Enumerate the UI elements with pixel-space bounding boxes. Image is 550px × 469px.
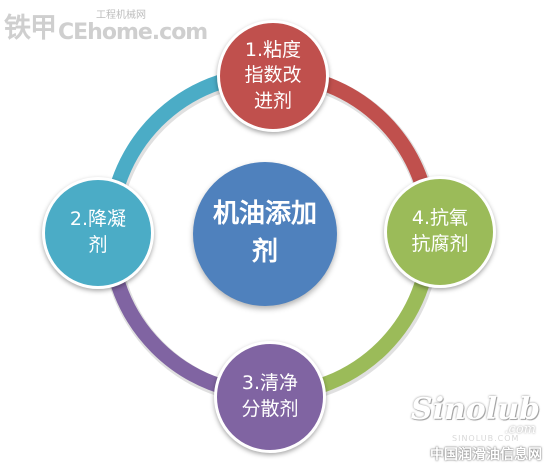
node-viscosity-index-improver: 1.粘度 指数改 进剂 [217, 20, 329, 132]
center-node-label: 机油添加 剂 [212, 199, 317, 267]
node-detergent-dispersant: 3.清净 分散剂 [214, 341, 326, 453]
node-pour-point-depressant: 2.降凝 剂 [42, 177, 154, 289]
node-label: 4.抗氧 抗腐剂 [411, 207, 469, 255]
watermark-faint-text: SINOLUB.COM [452, 434, 520, 443]
watermark-cn-text: 铁甲 [4, 13, 57, 44]
watermark-sinolub: Sinolub .com SINOLUB.COM 中国润滑油信息网 [400, 392, 546, 466]
node-label: 2.降凝 剂 [69, 208, 127, 256]
watermark-cehome: 铁甲 CEhome.com 工程机械网 [4, 6, 208, 45]
watermark-en-text: CEhome.com [58, 20, 208, 45]
node-antioxidant-anticorrosion: 4.抗氧 抗腐剂 [384, 176, 496, 288]
node-label: 1.粘度 指数改 进剂 [244, 38, 302, 112]
center-node: 机油添加 剂 [193, 162, 337, 306]
watermark-small-text: 工程机械网 [96, 10, 146, 21]
watermark-logo-text: Sinolub [410, 392, 540, 427]
watermark-dotcom-text: .com [504, 422, 536, 437]
watermark-site-name: 中国润滑油信息网 [430, 447, 542, 463]
node-label: 3.清净 分散剂 [241, 372, 299, 420]
